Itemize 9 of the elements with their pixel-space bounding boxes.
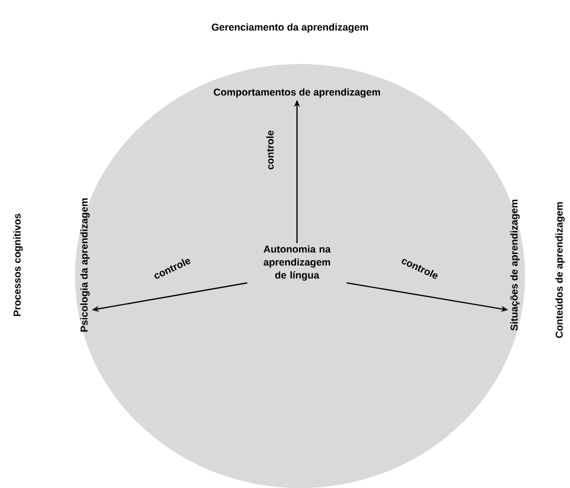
center-text: Autonomia na aprendizagem de língua <box>264 245 331 281</box>
outer-label: Gerenciamento da aprendizagem <box>212 23 368 33</box>
outer-label: Processos cognitivos <box>13 214 23 316</box>
area-label: Situações de aprendizagem <box>510 200 520 331</box>
edge-label: controle <box>266 130 274 170</box>
area-label: Comportamentos de aprendizagem <box>214 88 380 98</box>
area-label: Psicologia da aprendizagem <box>80 198 90 332</box>
ellipse <box>75 64 525 488</box>
outer-label: Conteúdos de aprendizagem <box>555 202 565 338</box>
